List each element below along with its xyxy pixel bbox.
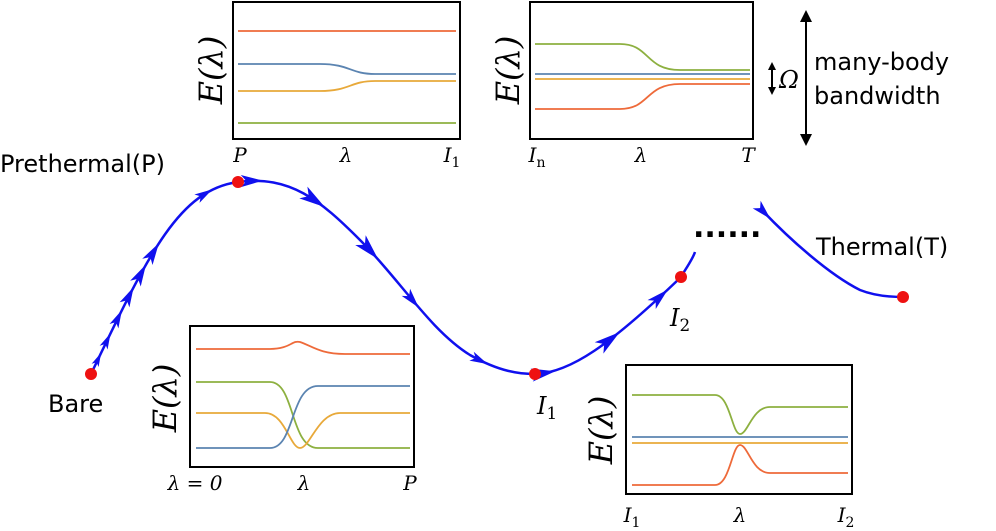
- bandwidth-label-line1: many-body: [814, 48, 949, 76]
- flow-path-end: [759, 207, 904, 299]
- point-i1: [529, 368, 541, 380]
- flow-arrowhead: [109, 310, 122, 329]
- ellipsis-label: ......: [693, 210, 761, 245]
- level-blue: [196, 385, 410, 449]
- level-orange: [535, 83, 750, 110]
- tick-mid: λ: [339, 143, 353, 167]
- bandwidth-arrow-bottom: [800, 134, 812, 146]
- level-orange: [196, 340, 410, 355]
- point-prethermal: [232, 176, 244, 188]
- point-thermal: [897, 291, 909, 303]
- flow-arrowhead: [355, 235, 379, 260]
- flow-arrowhead: [299, 186, 325, 208]
- flow-arrowhead: [99, 333, 111, 350]
- panel-frame: [232, 1, 461, 140]
- level-yellow: [238, 80, 456, 92]
- flow-arrowhead: [647, 289, 668, 309]
- level-blue: [238, 63, 456, 75]
- bandwidth-label-line2: bandwidth: [814, 82, 941, 110]
- level-green: [535, 43, 750, 71]
- omega-label: Ω: [778, 66, 799, 94]
- panel-bottom-left: E(λ) λ = 0 λ P: [146, 325, 417, 495]
- flow-arrowhead: [401, 288, 419, 308]
- panel-top-right: E(λ) In λ T: [489, 1, 756, 171]
- level-orange: [632, 444, 848, 486]
- flow-arrowhead: [240, 175, 263, 188]
- point-bare: [85, 368, 97, 380]
- panel-bottom-right: E(λ) I1 λ I2: [582, 364, 855, 531]
- tick-right: I2: [837, 503, 855, 531]
- omega-arrow-bottom: [768, 87, 776, 95]
- tick-mid: λ: [297, 471, 311, 495]
- flow-arrowhead: [130, 264, 147, 287]
- bandwidth-annotation: Ω many-body bandwidth: [768, 10, 949, 146]
- label-i1: I1: [536, 392, 557, 423]
- label-prethermal: Prethermal(P): [0, 150, 165, 178]
- ylabel: E(λ): [489, 36, 527, 106]
- flow-arrowhead: [752, 200, 771, 220]
- label-bare: Bare: [48, 390, 103, 418]
- omega-arrow-top: [768, 62, 776, 70]
- bandwidth-arrow-top: [800, 10, 812, 22]
- tick-mid: λ: [634, 143, 648, 167]
- label-i2: I2: [669, 304, 690, 335]
- tick-left: I1: [623, 503, 641, 531]
- tick-right: I1: [443, 143, 461, 171]
- point-i2: [675, 271, 687, 283]
- flow-arrowhead: [194, 189, 213, 203]
- tick-left: P: [232, 143, 247, 167]
- level-yellow: [196, 412, 410, 449]
- ylabel: E(λ): [146, 364, 184, 434]
- panel-top-left: E(λ) P λ I1: [192, 1, 461, 171]
- flow-arrowhead: [91, 352, 102, 368]
- tick-right: T: [741, 143, 756, 167]
- flow-arrowhead: [469, 351, 488, 365]
- panel-frame: [625, 364, 853, 495]
- tick-mid: λ: [733, 503, 747, 527]
- flow-arrowhead: [594, 332, 620, 354]
- ylabel: E(λ): [192, 36, 230, 106]
- tick-right: P: [402, 471, 417, 495]
- tick-left: In: [528, 143, 546, 171]
- ylabel: E(λ): [582, 396, 620, 466]
- tick-left: λ = 0: [167, 471, 223, 495]
- flow-arrowhead: [119, 287, 134, 308]
- label-thermal: Thermal(T): [815, 233, 948, 261]
- level-green: [632, 394, 848, 435]
- flow-arrowhead: [142, 243, 159, 266]
